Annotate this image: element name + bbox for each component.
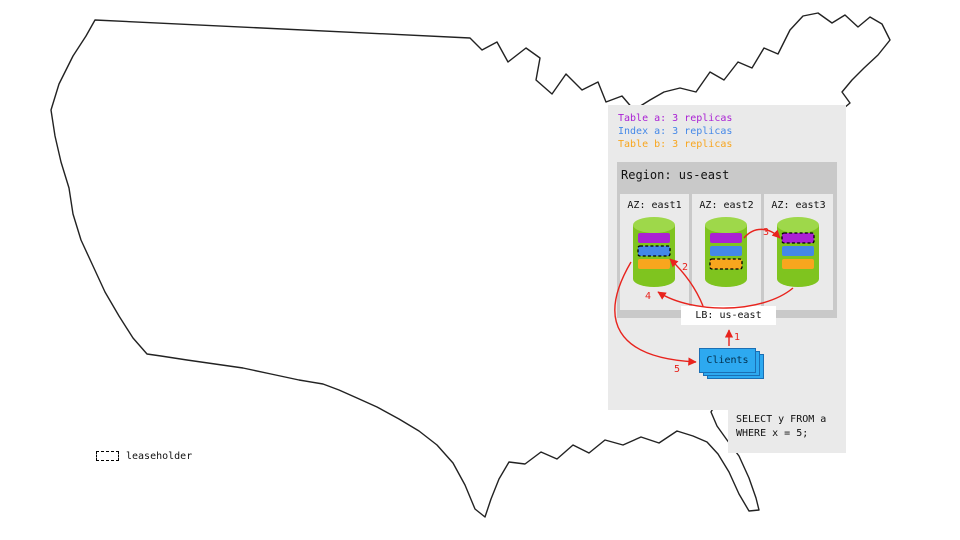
replica-stripe-table-b (782, 259, 814, 269)
leaseholder-label: leaseholder (126, 450, 193, 462)
replica-stripe-index-a (782, 246, 814, 256)
cylinder-top (705, 217, 747, 233)
sql-query-box: SELECT y FROM a WHERE x = 5; (728, 407, 846, 453)
clients-box: Clients (699, 348, 756, 373)
az-label-east2: AZ: east2 (699, 200, 754, 211)
replica-stripe-index-a (637, 245, 671, 257)
replica-stripe-table-a (710, 233, 742, 243)
replica-stripe-index-a (710, 246, 742, 256)
replica-stripe-table-b (709, 258, 743, 270)
db-cylinder-east3 (777, 217, 819, 287)
clients-stack: Clients (699, 348, 765, 381)
legend-item-table-b: Table b: 3 replicas (618, 139, 733, 150)
cylinder-top (777, 217, 819, 233)
az-box-east1: AZ: east1 (620, 194, 689, 310)
az-box-east2: AZ: east2 (692, 194, 761, 310)
az-box-east3: AZ: east3 (764, 194, 833, 310)
sql-line-2: WHERE x = 5; (736, 428, 809, 439)
cylinder-top (633, 217, 675, 233)
az-label-east1: AZ: east1 (627, 200, 682, 211)
replica-legend: Table a: 3 replicas Index a: 3 replicas … (618, 112, 732, 151)
az-label-east3: AZ: east3 (771, 200, 826, 211)
replica-stripe-table-a (781, 232, 815, 244)
leaseholder-legend: leaseholder (96, 450, 192, 462)
leaseholder-icon (96, 451, 119, 461)
region-title: Region: us-east (621, 168, 730, 182)
cylinder-bottom (705, 271, 747, 287)
arrow-label-3: 3 (763, 227, 770, 238)
arrow-label-4: 4 (645, 291, 652, 302)
legend-item-index-a: Index a: 3 replicas (618, 126, 733, 137)
legend-item-table-a: Table a: 3 replicas (618, 113, 733, 124)
arrow-label-1: 1 (734, 332, 741, 343)
replica-stripe-table-a (638, 233, 670, 243)
sql-line-1: SELECT y FROM a (736, 414, 827, 425)
arrow-label-2: 2 (682, 262, 689, 273)
db-cylinder-east1 (633, 217, 675, 287)
cylinder-bottom (633, 271, 675, 287)
load-balancer-box: LB: us-east (681, 306, 776, 325)
cylinder-bottom (777, 271, 819, 287)
arrow-label-5: 5 (674, 364, 681, 375)
replica-stripe-table-b (638, 259, 670, 269)
db-cylinder-east2 (705, 217, 747, 287)
